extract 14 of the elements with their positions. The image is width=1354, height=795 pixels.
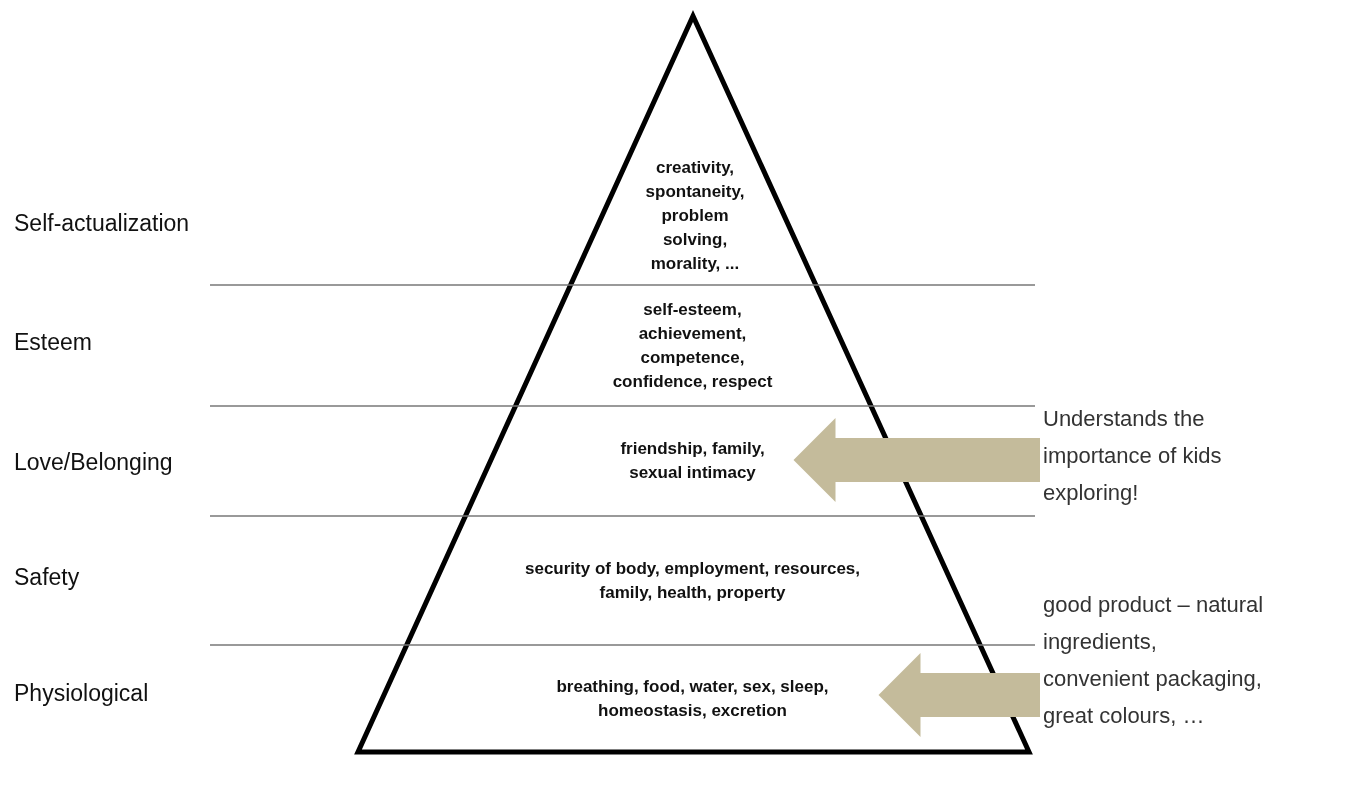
- block-arrow: [878, 653, 1040, 737]
- block-arrow: [793, 418, 1040, 502]
- needs-text: creativity, spontaneity, problem solving, morality, ...: [630, 156, 760, 276]
- level-label: Safety: [14, 564, 80, 591]
- level-label: Self-actualization: [14, 210, 190, 237]
- note-text: good product – natural ingredients, convenient packaging, great colours, …: [1043, 586, 1268, 734]
- needs-text: breathing, food, water, sex, sleep, homeostasis, excretion: [512, 675, 873, 723]
- level-label: Esteem: [14, 329, 92, 356]
- note-text: Understands the importance of kids exploring!: [1043, 400, 1248, 511]
- needs-text: friendship, family, sexual intimacy: [597, 437, 788, 485]
- needs-text: self-esteem, achievement, competence, confidence, respect: [600, 298, 785, 394]
- needs-text: security of body, employment, resources, family, health, property: [502, 557, 883, 605]
- level-label: Love/Belonging: [14, 449, 173, 476]
- level-label: Physiological: [14, 680, 149, 707]
